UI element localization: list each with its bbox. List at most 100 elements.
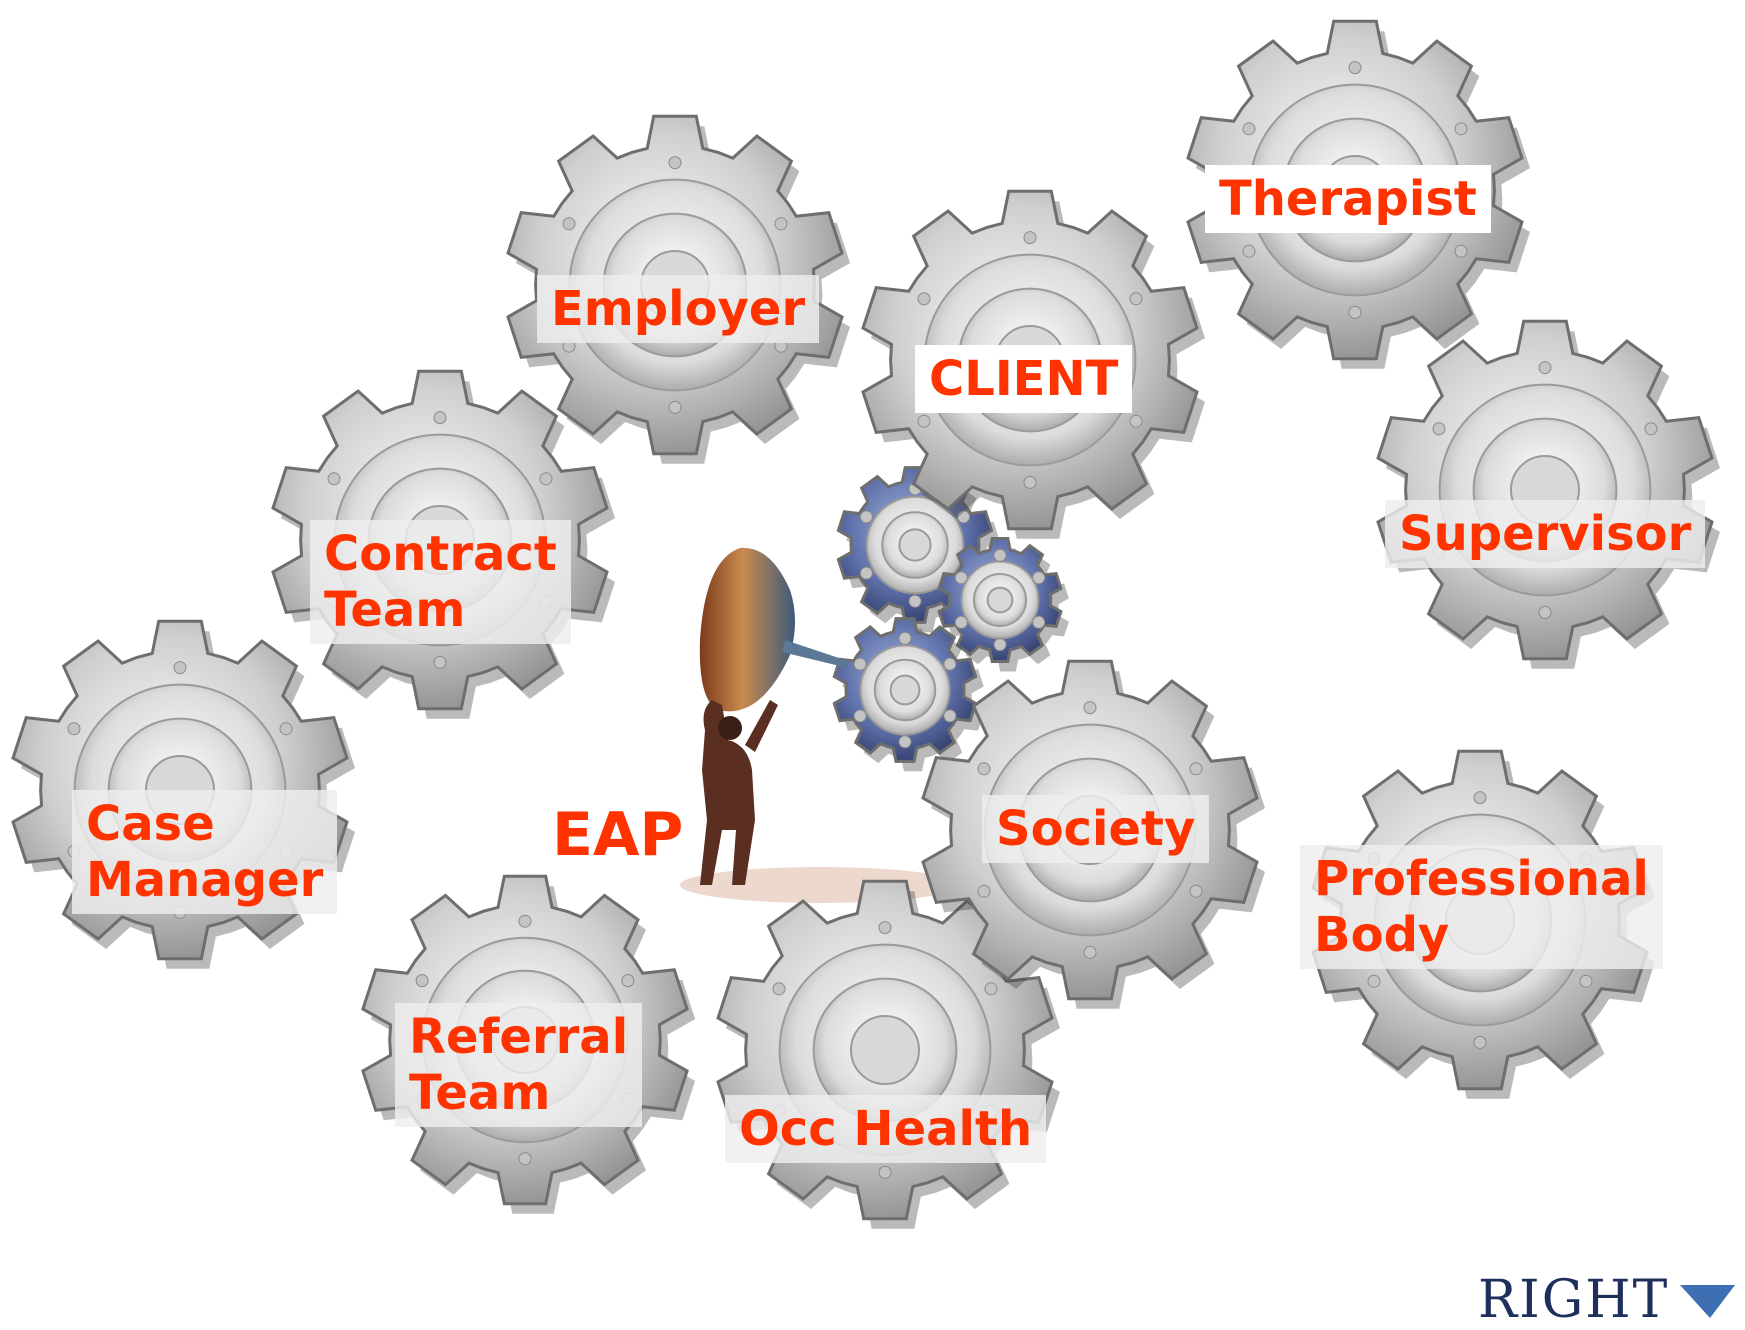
therapist-label-line: Therapist — [1219, 171, 1477, 227]
gear-bolt-icon — [908, 594, 922, 608]
gear-bolt-icon — [1454, 244, 1468, 258]
gear-hub-ring — [898, 528, 932, 562]
gear-bolt-icon — [1023, 475, 1037, 489]
gear-bolt-icon — [67, 722, 81, 736]
gear-bolt-icon — [1083, 701, 1097, 715]
gear-bolt-icon — [668, 156, 682, 170]
gear-bolt-icon — [1242, 122, 1256, 136]
gear-bolt-icon — [774, 217, 788, 231]
person-head-icon — [718, 716, 742, 740]
right-logo: RIGHT — [1478, 1270, 1670, 1330]
gear-bolt-icon — [327, 472, 341, 486]
contract-team-label-line: Team — [324, 582, 466, 638]
gear-bolt-icon — [859, 510, 873, 524]
gear-bolt-icon — [878, 1165, 892, 1179]
gear-bolt-icon — [1579, 974, 1593, 988]
gear-bolt-icon — [518, 914, 532, 928]
gear-bolt-icon — [433, 411, 447, 425]
gear-bolt-icon — [518, 1152, 532, 1166]
gear-bolt-icon — [1538, 605, 1552, 619]
blue-gear-icon — [832, 617, 984, 772]
gear-bolt-icon — [943, 657, 957, 671]
gear-bolt-icon — [621, 974, 635, 988]
case-manager-label-line: Case — [86, 796, 215, 852]
society-label: Society — [982, 795, 1210, 863]
figure-shadow — [680, 867, 960, 903]
gear-bolt-icon — [993, 638, 1007, 652]
gear-bolt-icon — [1032, 615, 1046, 629]
occ-health-label-line: Occ Health — [739, 1101, 1033, 1157]
funnel-spout-icon — [782, 640, 848, 668]
gear-bolt-icon — [539, 472, 553, 486]
society-label-line: Society — [996, 801, 1196, 857]
gear-bolt-icon — [957, 510, 971, 524]
employer-label: Employer — [537, 275, 820, 343]
eap-center-label: EAP — [552, 800, 684, 870]
gear-bolt-icon — [977, 762, 991, 776]
gear-bolt-icon — [1473, 791, 1487, 805]
gear-bolt-icon — [1644, 422, 1658, 436]
gear-bolt-icon — [853, 657, 867, 671]
blue-gear-icon — [937, 537, 1069, 672]
person-arm-icon — [745, 700, 778, 752]
gear-bolt-icon — [943, 709, 957, 723]
gear-bolt-icon — [898, 631, 912, 645]
gear-bolt-icon — [279, 722, 293, 736]
gear-bolt-icon — [1083, 945, 1097, 959]
gear-hub-ring — [986, 586, 1014, 614]
gear-bolt-icon — [1454, 122, 1468, 136]
gear-hub-ring — [850, 1015, 920, 1085]
gear-bolt-icon — [668, 400, 682, 414]
contract-team-label-line: Contract — [324, 526, 557, 582]
gear-bolt-icon — [433, 655, 447, 669]
therapist-label: Therapist — [1205, 165, 1491, 233]
gear-supervisor-icon — [1376, 319, 1720, 669]
gear-bolt-icon — [954, 615, 968, 629]
gear-bolt-icon — [1473, 1035, 1487, 1049]
referral-team-label-line: Team — [409, 1065, 551, 1121]
gear-bolt-icon — [917, 414, 931, 428]
gear-hub-ring — [889, 674, 921, 706]
gear-bolt-icon — [415, 974, 429, 988]
gear-bolt-icon — [1538, 361, 1552, 375]
supervisor-label-line: Supervisor — [1399, 506, 1692, 562]
gear-bolt-icon — [1367, 974, 1381, 988]
gear-bolt-icon — [1242, 244, 1256, 258]
client-label: CLIENT — [915, 345, 1133, 413]
gear-bolt-icon — [853, 709, 867, 723]
referral-team-label-line: Referral — [409, 1009, 629, 1065]
client-label-line: CLIENT — [929, 351, 1119, 407]
gear-bolt-icon — [1023, 231, 1037, 245]
professional-body-label-line: Body — [1314, 907, 1450, 963]
gear-bolt-icon — [173, 661, 187, 675]
gear-bolt-icon — [1189, 884, 1203, 898]
gear-bolt-icon — [1129, 414, 1143, 428]
professional-body-label-line: Professional — [1314, 851, 1649, 907]
gear-bolt-icon — [1348, 305, 1362, 319]
occ-health-label: Occ Health — [725, 1095, 1047, 1163]
gear-bolt-icon — [562, 217, 576, 231]
employer-label-line: Employer — [551, 281, 806, 337]
gear-bolt-icon — [772, 982, 786, 996]
gear-bolt-icon — [1032, 571, 1046, 585]
gear-bolt-icon — [878, 921, 892, 935]
gear-bolt-icon — [1129, 292, 1143, 306]
case-manager-label-line: Manager — [86, 852, 324, 908]
gear-bolt-icon — [1348, 61, 1362, 75]
funnel-icon — [699, 547, 795, 712]
gear-bolt-icon — [898, 735, 912, 749]
gear-bolt-icon — [954, 571, 968, 585]
gear-bolt-icon — [993, 548, 1007, 562]
gear-bolt-icon — [977, 884, 991, 898]
gear-bolt-icon — [859, 566, 873, 580]
gear-bolt-icon — [1189, 762, 1203, 776]
gear-bolt-icon — [917, 292, 931, 306]
person-icon — [700, 700, 755, 885]
gear-bolt-icon — [1432, 422, 1446, 436]
logo-arrow-icon — [1680, 1285, 1735, 1318]
